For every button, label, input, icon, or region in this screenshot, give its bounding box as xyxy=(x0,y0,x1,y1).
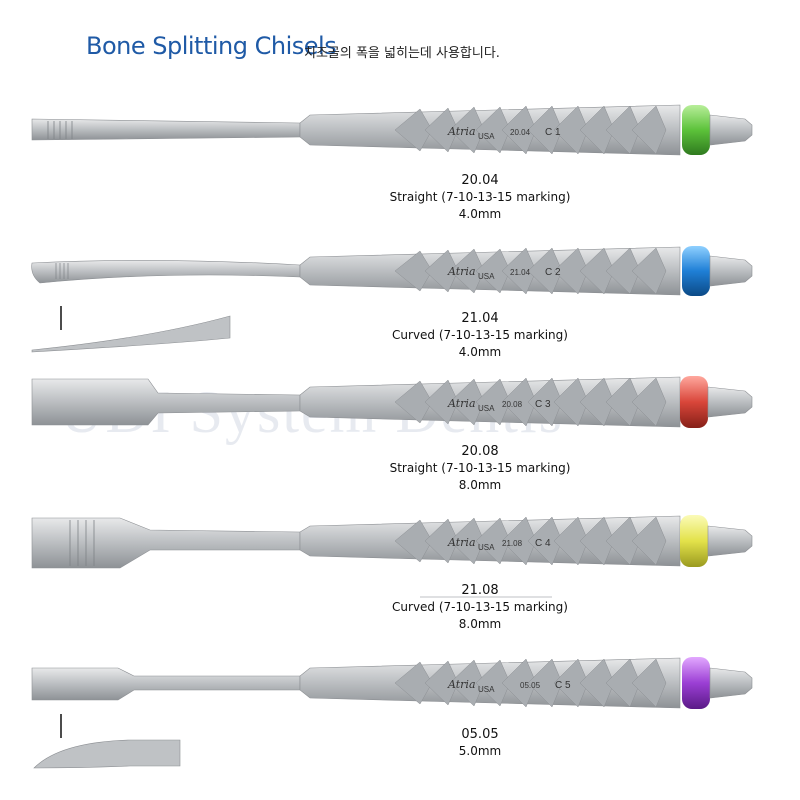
color-ring-yellow xyxy=(680,515,708,567)
handle-number: 20.08 xyxy=(502,400,523,409)
page-title: Bone Splitting Chisels xyxy=(86,32,337,60)
page-subtitle: 치조골의 폭을 넓히는데 사용합니다. xyxy=(304,46,500,61)
instrument-1-drawing: Atria USA 20.04 C 1 xyxy=(31,104,753,156)
instrument-code: 21.08 xyxy=(461,583,499,598)
instrument-code: 21.04 xyxy=(461,311,499,326)
color-ring-purple xyxy=(682,657,710,709)
instrument-2-drawing: Atria USA 21.04 C 2 xyxy=(31,246,753,296)
instrument-code: 20.08 xyxy=(461,444,499,459)
brand-logo: Atria xyxy=(447,678,476,691)
handle-label: C 1 xyxy=(545,127,561,138)
instrument-1-caption: 20.04 Straight (7-10-13-15 marking) 4.0m… xyxy=(380,172,580,223)
instrument-description: Straight (7-10-13-15 marking) xyxy=(389,190,571,204)
brand-suffix: USA xyxy=(478,132,495,141)
color-ring-green xyxy=(682,105,710,155)
brand-suffix: USA xyxy=(478,404,495,413)
instrument-5-drawing: Atria USA 05.05 C 5 xyxy=(31,657,753,709)
brand-logo: Atria xyxy=(447,536,476,549)
instrument-description: Curved (7-10-13-15 marking) xyxy=(392,600,568,614)
brand-suffix: USA xyxy=(478,543,495,552)
instrument-2: Atria USA 21.04 C 2 xyxy=(0,235,800,305)
handle-label: C 5 xyxy=(555,680,571,691)
handle-number: 21.08 xyxy=(502,539,523,548)
instrument-3-drawing: Atria USA 20.08 C 3 xyxy=(31,376,753,428)
instrument-4: Atria USA 21.08 C 4 xyxy=(0,506,800,576)
curved-tip-profile-1 xyxy=(31,306,231,353)
handle-number: 20.04 xyxy=(510,128,531,137)
brand-logo: Atria xyxy=(447,265,476,278)
instrument-description: Curved (7-10-13-15 marking) xyxy=(392,328,568,342)
handle-label: C 2 xyxy=(545,267,561,278)
handle-label: C 3 xyxy=(535,399,551,410)
color-ring-red xyxy=(680,376,708,428)
curved-tip-profile-2-line xyxy=(420,596,552,598)
brand-logo: Atria xyxy=(447,397,476,410)
instrument-size: 8.0mm xyxy=(458,617,502,631)
brand-suffix: USA xyxy=(478,272,495,281)
instrument-5: Atria USA 05.05 C 5 xyxy=(0,648,800,718)
instrument-1: Atria USA 20.04 C 1 xyxy=(0,95,800,165)
instrument-4-drawing: Atria USA 21.08 C 4 xyxy=(31,515,753,569)
instrument-5-caption: 05.05 5.0mm xyxy=(380,726,580,760)
instrument-description: Straight (7-10-13-15 marking) xyxy=(389,461,571,475)
handle-label: C 4 xyxy=(535,538,551,549)
instrument-size: 8.0mm xyxy=(458,478,502,492)
instrument-size: 5.0mm xyxy=(458,744,502,758)
instrument-3: Atria USA 20.08 C 3 xyxy=(0,367,800,437)
brand-suffix: USA xyxy=(478,685,495,694)
handle-number: 05.05 xyxy=(520,681,541,690)
instrument-4-caption: 21.08 Curved (7-10-13-15 marking) 8.0mm xyxy=(380,582,580,633)
instrument-code: 20.04 xyxy=(461,173,499,188)
instrument-size: 4.0mm xyxy=(458,207,502,221)
color-ring-blue xyxy=(682,246,710,296)
instrument-size: 4.0mm xyxy=(458,345,502,359)
instrument-code: 05.05 xyxy=(461,727,499,742)
straight-tip-profile xyxy=(33,714,181,769)
instrument-3-caption: 20.08 Straight (7-10-13-15 marking) 8.0m… xyxy=(380,443,580,494)
handle-number: 21.04 xyxy=(510,268,531,277)
instrument-2-caption: 21.04 Curved (7-10-13-15 marking) 4.0mm xyxy=(380,310,580,361)
brand-logo: Atria xyxy=(447,125,476,138)
